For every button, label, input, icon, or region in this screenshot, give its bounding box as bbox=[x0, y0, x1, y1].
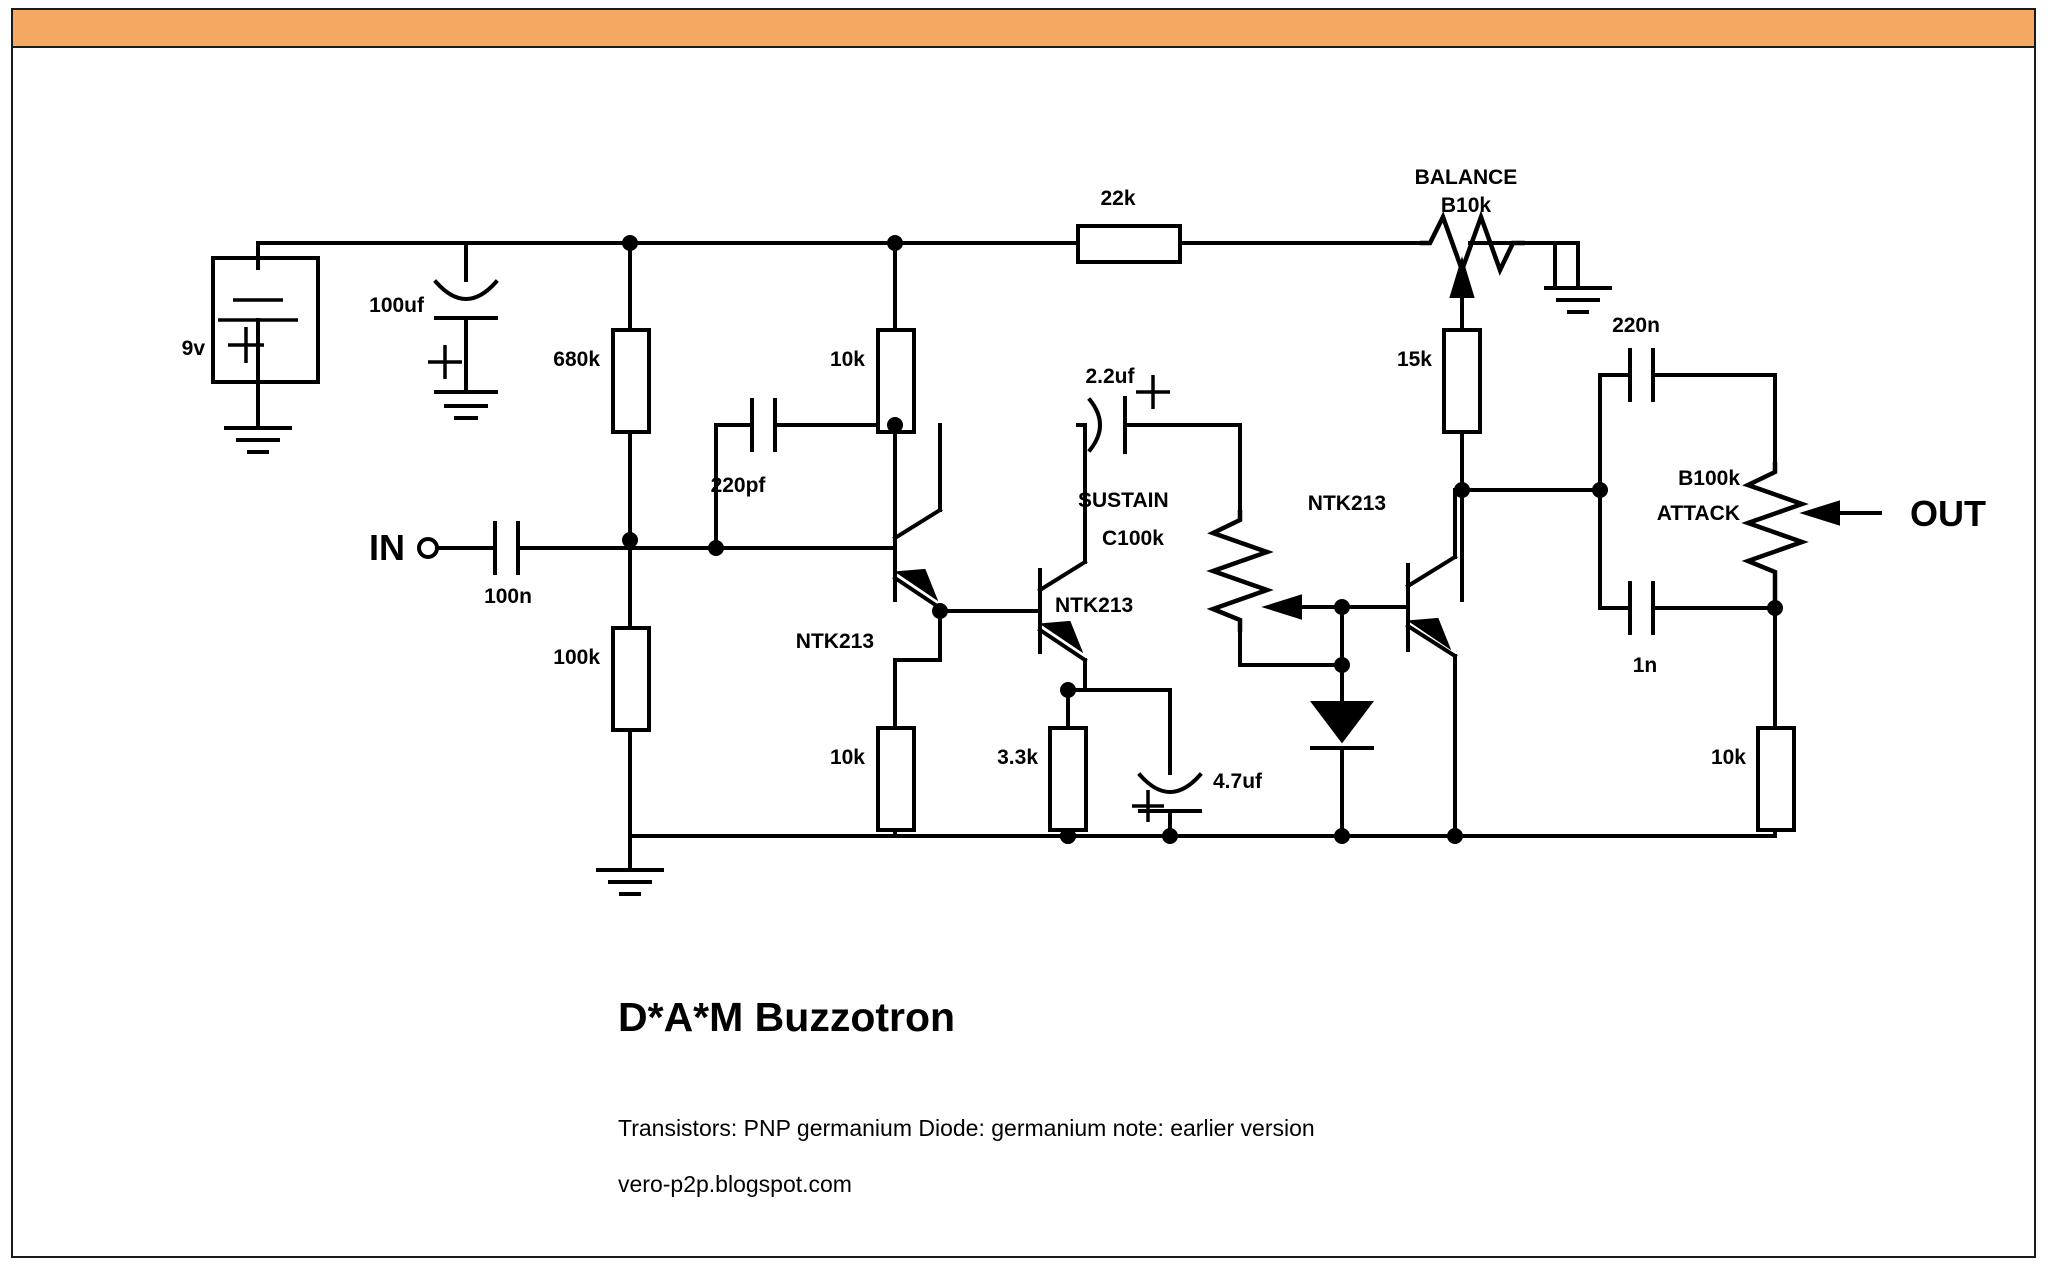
resistor-680k bbox=[611, 235, 651, 542]
ground-rail bbox=[628, 828, 1777, 844]
resistor-3k3 bbox=[1048, 682, 1088, 844]
capacitor-220n-label: 220n bbox=[1612, 314, 1660, 337]
capacitor-1n bbox=[1598, 488, 1783, 635]
resistor-10k-output-label: 10k bbox=[1711, 746, 1746, 769]
potentiometer-balance-value: B10k bbox=[1441, 194, 1492, 217]
input-label: IN bbox=[369, 527, 405, 568]
potentiometer-attack-name: ATTACK bbox=[1657, 502, 1740, 525]
main-ground-symbol bbox=[596, 828, 664, 896]
transistor-q1 bbox=[714, 423, 943, 662]
resistor-3k3-label: 3.3k bbox=[997, 746, 1038, 769]
potentiometer-sustain-value: C100k bbox=[1102, 527, 1164, 550]
potentiometer-sustain[interactable] bbox=[1206, 510, 1350, 673]
junction-dot bbox=[622, 532, 638, 548]
capacitor-2u2 bbox=[1076, 375, 1242, 512]
transistor-q3 bbox=[1340, 482, 1602, 844]
battery-9v bbox=[211, 241, 320, 397]
page-border bbox=[11, 8, 2036, 1258]
output-label: OUT bbox=[1910, 493, 1986, 534]
resistor-15k bbox=[1442, 328, 1482, 602]
potentiometer-balance[interactable] bbox=[1420, 210, 1612, 332]
battery-label: 9v bbox=[182, 337, 206, 360]
potentiometer-sustain-name: SUSTAIN bbox=[1078, 489, 1169, 512]
capacitor-1n-label: 1n bbox=[1633, 654, 1658, 677]
transistor-q2 bbox=[932, 423, 1088, 692]
capacitor-4u7 bbox=[1066, 688, 1203, 844]
transistor-q3-label: NTK213 bbox=[1308, 492, 1386, 515]
capacitor-100uf bbox=[428, 241, 499, 420]
capacitor-220pf bbox=[708, 398, 897, 556]
capacitor-100n bbox=[435, 521, 718, 575]
potentiometer-attack-value: B100k bbox=[1678, 467, 1740, 490]
capacitor-220pf-label: 220pf bbox=[711, 474, 767, 497]
diode-germanium bbox=[1309, 663, 1375, 844]
potentiometer-attack[interactable] bbox=[1741, 462, 1882, 612]
capacitor-4u7-label: 4.7uf bbox=[1213, 770, 1263, 793]
resistor-100k-label: 100k bbox=[553, 646, 600, 669]
potentiometer-balance-name: BALANCE bbox=[1415, 166, 1518, 189]
capacitor-220n bbox=[1592, 348, 1777, 498]
resistor-22k-label: 22k bbox=[1100, 187, 1135, 210]
supply-rail-wires bbox=[256, 241, 1557, 287]
resistor-15k-label: 15k bbox=[1397, 348, 1432, 371]
junction-dot bbox=[887, 417, 903, 433]
transistor-q1-label: NTK213 bbox=[796, 630, 874, 653]
resistor-10k-output bbox=[1756, 606, 1796, 838]
capacitor-100uf-label: 100uf bbox=[369, 294, 425, 317]
resistor-100k bbox=[611, 532, 651, 832]
input-jack[interactable] bbox=[417, 537, 439, 559]
junction-dot bbox=[887, 235, 903, 251]
title-bar bbox=[13, 10, 2034, 48]
resistor-10k-collector bbox=[876, 235, 916, 557]
resistor-10k-emitter bbox=[876, 658, 942, 838]
capacitor-100n-label: 100n bbox=[484, 585, 532, 608]
resistor-22k bbox=[1076, 224, 1182, 264]
resistor-680k-label: 680k bbox=[553, 348, 600, 371]
resistor-10k-emitter-label: 10k bbox=[830, 746, 865, 769]
diagram-title: D*A*M Buzzotron bbox=[618, 994, 955, 1040]
junction-dot bbox=[1060, 828, 1076, 844]
junction-dot bbox=[932, 603, 948, 619]
battery-ground-symbol bbox=[224, 393, 292, 454]
transistor-q2-label: NTK213 bbox=[1055, 594, 1133, 617]
notes-line-2: vero-p2p.blogspot.com bbox=[618, 1171, 852, 1197]
resistor-10k-collector-label: 10k bbox=[830, 348, 865, 371]
notes-line-1: Transistors: PNP germanium Diode: german… bbox=[618, 1115, 1315, 1141]
capacitor-2u2-label: 2.2uf bbox=[1085, 365, 1135, 388]
junction-dot bbox=[622, 235, 638, 251]
